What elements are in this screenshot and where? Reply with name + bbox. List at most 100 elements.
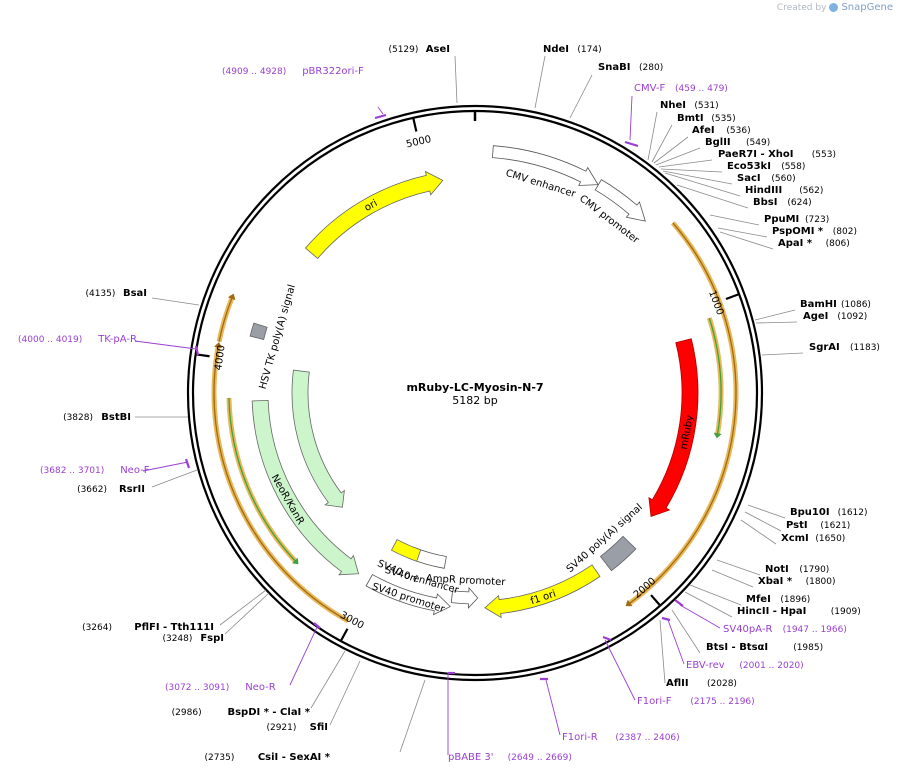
site-ndei[interactable]: NdeI(174) (543, 44, 602, 55)
site-sgrai[interactable]: SgrAI(1183) (809, 342, 880, 353)
site-bspdi-clai[interactable]: BspDI * - ClaI *(2986) (172, 707, 311, 718)
site-position: (1909) (831, 607, 861, 617)
primer-range: (1947 .. 1966) (783, 625, 847, 635)
site-position: (2986) (172, 708, 202, 718)
site-name: ApaI * (778, 238, 813, 249)
site-bpu10i[interactable]: Bpu10I(1612) (790, 507, 868, 518)
site-pspomi[interactable]: PspOMI *(802) (772, 226, 857, 237)
feature-sv40-ori[interactable] (390, 539, 422, 562)
tick-label-5000: 5000 (405, 134, 432, 150)
site-bstbi[interactable]: BstBI(3828) (63, 412, 131, 423)
site-bmti[interactable]: BmtI(535) (677, 113, 736, 124)
primer-tk-pa-r[interactable]: (4000 .. 4019)TK-pA-R (18, 334, 137, 345)
site-ppumi[interactable]: PpuMI(723) (764, 214, 829, 225)
site-position: (1896) (780, 595, 810, 605)
site-leader-bsai (151, 297, 200, 306)
primer-mark-neo-r[interactable] (313, 622, 321, 629)
site-name: BsaI (123, 288, 147, 299)
feature-f1-ori[interactable] (484, 564, 601, 619)
primer-sv40pa-r[interactable]: SV40pA-R(1947 .. 1966) (723, 624, 847, 635)
site-leader-rsrii (151, 469, 198, 488)
primer-f1ori-f[interactable]: F1ori-F(2175 .. 2196) (637, 696, 755, 707)
primer-leader-f1ori-f (604, 639, 636, 701)
primer-mark-pbr322ori-f[interactable] (374, 113, 387, 120)
site-leader-pflfi-tth111i (219, 589, 267, 626)
primer-mark-neo-f[interactable] (184, 458, 191, 469)
site-leader-eco53ki (660, 168, 723, 173)
site-name: AfeI (692, 125, 715, 136)
site-eco53ki[interactable]: Eco53kI(558) (727, 161, 805, 172)
site-rsrii[interactable]: RsrII(3662) (77, 484, 145, 495)
primer-mark-cmv-f[interactable] (624, 140, 639, 148)
site-leader-bspdi-clai (310, 650, 346, 709)
primer-leader-neo-r (289, 624, 319, 686)
primer-name: EBV-rev (686, 660, 725, 671)
site-xbai[interactable]: XbaI *(1800) (758, 576, 836, 587)
feature-ori[interactable] (304, 170, 444, 260)
site-name: FspI (200, 633, 224, 644)
site-nhei[interactable]: NheI(531) (660, 100, 719, 111)
feature-cmv-enhancer[interactable] (492, 145, 599, 186)
primer-cmv-f[interactable]: CMV-F(459 .. 479) (634, 83, 728, 94)
site-apai[interactable]: ApaI *(806) (778, 238, 850, 249)
site-position: (536) (726, 126, 750, 136)
site-leader-fspi (224, 592, 270, 635)
site-name: Bpu10I (790, 507, 830, 518)
site-fspi[interactable]: FspI(3248) (162, 633, 224, 644)
site-bglii[interactable]: BglII(549) (705, 137, 770, 148)
site-snabi[interactable]: SnaBI(280) (598, 62, 663, 73)
site-position: (2028) (707, 679, 737, 689)
site-pflfi-tth111i[interactable]: PflFI - Tth111I(3264) (82, 622, 214, 633)
site-bsai[interactable]: BsaI(4135) (85, 288, 147, 299)
site-asei[interactable]: AseI(5129) (388, 44, 450, 55)
feature-ampr-promoter[interactable] (450, 586, 479, 609)
site-paer7i-xhoi[interactable]: PaeR7I - XhoI(553) (718, 149, 836, 160)
site-bamhi[interactable]: BamHI(1086) (800, 299, 871, 310)
site-position: (2735) (204, 753, 234, 763)
site-agei[interactable]: AgeI(1092) (803, 311, 867, 322)
site-hindiii[interactable]: HindIII(562) (745, 185, 823, 196)
primer-mark-tk-pa-r[interactable] (194, 345, 200, 356)
site-name: NheI (660, 100, 686, 111)
site-leader-bglii (655, 147, 701, 166)
site-hincii-hpai[interactable]: HincII - HpaI(1909) (737, 606, 861, 617)
feature-sv40-promoter[interactable] (365, 574, 451, 616)
feature-label-ampr-promoter: AmpR promoter (426, 573, 507, 588)
feature-sv40-poly-a-signal[interactable] (599, 535, 637, 572)
site-sfii[interactable]: SfiI(2921) (266, 722, 328, 733)
site-position: (1650) (815, 534, 845, 544)
primer-f1ori-r[interactable]: F1ori-R(2387 .. 2406) (562, 732, 680, 743)
orf-small-top-arrowhead (227, 293, 236, 301)
site-leader-ndei (534, 55, 546, 109)
feature-neor-kanr[interactable] (251, 399, 360, 576)
site-xcmi[interactable]: XcmI(1650) (781, 533, 845, 544)
watermark-brand: SnapGene (841, 2, 893, 13)
site-name: PstI (786, 520, 808, 531)
primer-neo-r[interactable]: (3072 .. 3091)Neo-R (165, 682, 276, 693)
feature-hsv-tk-poly-a-signal[interactable] (249, 322, 268, 340)
primer-mark-sv40pa-r[interactable] (674, 599, 684, 607)
feature-cmv-promoter[interactable] (594, 179, 646, 222)
primer-ebv-rev[interactable]: EBV-rev(2001 .. 2020) (686, 660, 804, 671)
primer-mark-f1ori-f[interactable] (602, 635, 612, 642)
site-position: (3264) (82, 623, 112, 633)
site-noti[interactable]: NotI(1790) (765, 564, 829, 575)
primer-pbr322ori-f[interactable]: (4909 .. 4928)pBR322ori-F (222, 66, 364, 77)
feature-mruby[interactable] (648, 338, 699, 518)
site-bbsi[interactable]: BbsI(624) (753, 197, 812, 208)
site-mfei[interactable]: MfeI(1896) (746, 594, 810, 605)
site-csii-sexai[interactable]: CsiI - SexAI *(2735) (204, 752, 330, 763)
site-afei[interactable]: AfeI (536) (692, 125, 751, 136)
primer-name: pBABE 3' (448, 752, 494, 763)
feature-neor-kanr-inner[interactable] (291, 369, 345, 508)
primer-range: (4000 .. 4019) (18, 335, 82, 345)
site-psti[interactable]: PstI(1621) (786, 520, 850, 531)
site-position: (280) (639, 63, 663, 73)
primer-pbabe-3[interactable]: pBABE 3'(2649 .. 2669) (448, 752, 572, 763)
site-saci[interactable]: SacI(560) (737, 173, 796, 184)
site-btsi-bts-i[interactable]: BtsI - BtsαI(1985) (706, 642, 823, 653)
primer-mark-ebv-rev[interactable] (661, 616, 671, 622)
site-aflii[interactable]: AflII(2028) (666, 678, 737, 689)
site-leader-xbai (711, 569, 754, 588)
primer-neo-f[interactable]: (3682 .. 3701)Neo-F (40, 465, 150, 476)
